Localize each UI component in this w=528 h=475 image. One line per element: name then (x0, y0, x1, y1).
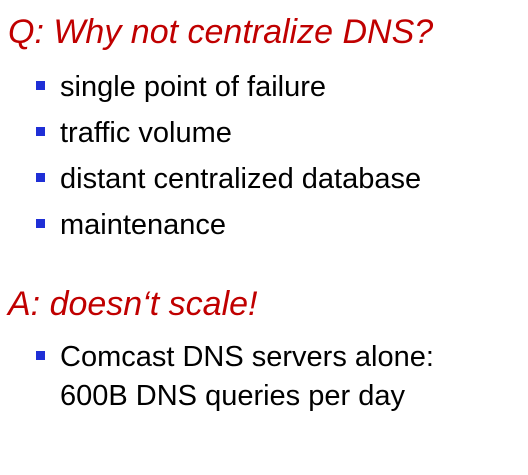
question-bullet-list: single point of failure traffic volume d… (34, 64, 421, 248)
bullet-text: single point of failure (60, 71, 326, 103)
question-heading: Q: Why not centralize DNS? (8, 13, 434, 51)
bullet-text: traffic volume (60, 117, 232, 149)
bullet-text: distant centralized database (60, 163, 422, 195)
square-bullet-icon (36, 127, 45, 136)
square-bullet-icon (36, 81, 45, 90)
square-bullet-icon (36, 219, 45, 228)
list-item: Comcast DNS servers alone: 600B DNS quer… (34, 338, 480, 416)
list-item: maintenance (34, 202, 421, 248)
bullet-text: Comcast DNS servers alone: 600B DNS quer… (60, 341, 434, 412)
bullet-text: maintenance (60, 209, 227, 241)
list-item: single point of failure (34, 64, 421, 110)
square-bullet-icon (36, 173, 45, 182)
square-bullet-icon (36, 351, 45, 360)
answer-bullet-list: Comcast DNS servers alone: 600B DNS quer… (34, 338, 480, 416)
list-item: distant centralized database (34, 156, 421, 202)
list-item: traffic volume (34, 110, 421, 156)
answer-heading: A: doesn‘t scale! (8, 285, 258, 323)
